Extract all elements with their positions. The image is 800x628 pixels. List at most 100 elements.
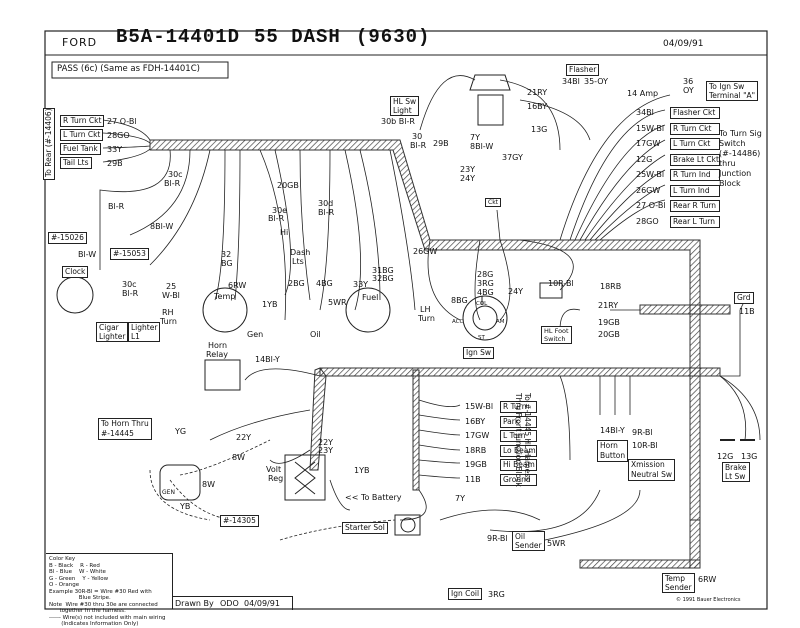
wire-label: 18RB <box>465 445 487 455</box>
wire-label: 6RW <box>228 281 247 290</box>
wire-label: 8BG <box>451 296 468 305</box>
clock-gauge <box>56 276 94 314</box>
lighter-text: Lighter <box>99 332 126 341</box>
wire-label: W-Bl <box>162 291 180 300</box>
wire-label: YB <box>180 502 191 511</box>
part-number: B5A-14401D <box>116 26 241 48</box>
sheet-border <box>44 30 768 610</box>
wire-label: 17GW <box>465 431 490 440</box>
junction-circuit: Lo Beam <box>500 444 537 457</box>
volt-reg-label: Volt <box>266 465 282 474</box>
wire-label: 36 <box>683 77 694 86</box>
drawn-by-box: Drawn By ODO 04/09/91 <box>172 596 293 610</box>
harness-trunks <box>149 139 731 569</box>
components <box>56 74 755 536</box>
brake-text: Brake <box>725 463 747 472</box>
diagram-code: (9630) <box>356 26 431 48</box>
wire-label: Turn <box>160 317 177 326</box>
ground-label: Grd <box>734 292 754 304</box>
wire-label: 15W-Bl <box>636 123 665 133</box>
wire-label: 26GW <box>413 247 438 256</box>
tsig-line: Junction <box>719 169 752 178</box>
oil-sender-text: Oil <box>515 532 526 541</box>
wire-label: 16BY <box>527 102 548 111</box>
wire-label: 8Bl-W <box>470 142 494 151</box>
wire-label: 28G <box>477 270 494 279</box>
lt-sw-text: Lt Sw <box>725 472 746 481</box>
to-rear-label: To Rear (#-14406) <box>43 108 55 180</box>
wire-label: 4BG <box>477 288 494 297</box>
manufacturer-label: FORD <box>62 36 98 49</box>
junction-circuit: L Turn <box>500 430 537 442</box>
wire-label: 12G <box>636 154 653 164</box>
gen-label: Gen <box>247 330 264 339</box>
circuit-label: Brake Lt Ckt <box>670 153 720 166</box>
wire-label: 25 <box>166 282 177 291</box>
copyright: © 1991 Bauer Electronics <box>676 597 741 603</box>
wire-label: Bl-R <box>410 141 427 150</box>
wire-label: 4BG <box>316 279 333 288</box>
wire-label: 26GW <box>636 185 661 195</box>
l-turn-ckt-label: L Turn Ckt <box>60 129 104 141</box>
wire-label: 9R-Bl <box>632 428 653 437</box>
tail-lts-label: Tail Lts <box>60 157 92 169</box>
wire-label: 27 O-Bl <box>107 117 137 126</box>
wire-label: 10R-Bl <box>548 279 574 288</box>
part-15053: #-15053 <box>110 248 149 260</box>
part-14305: #-14305 <box>220 515 259 527</box>
cigar-text: Cigar <box>99 323 119 332</box>
generator <box>159 464 201 501</box>
wire-label: 33Y <box>107 145 123 154</box>
wire-label: 31BG <box>372 266 394 275</box>
drawn-by-value: ODO <box>220 599 239 608</box>
wire-label: Bl-R <box>108 202 125 211</box>
tsig-line: Switch <box>719 139 746 148</box>
wire-label: 28GO <box>636 216 659 226</box>
wire-label: 1YB <box>354 466 370 475</box>
lts-label: Lts <box>292 257 304 266</box>
junction-circuit: Park <box>500 415 537 428</box>
r-turn-ckt-label: R Turn Ckt <box>60 115 105 127</box>
wire-label: 5WR <box>328 298 347 307</box>
wire-label: 34Bl <box>562 77 580 86</box>
wire-label: 19GB <box>598 318 620 327</box>
temp-gauge <box>202 287 248 333</box>
tsig-line: (#-14486) <box>719 149 761 158</box>
wire-label: 32BG <box>372 274 394 283</box>
starter-sol-label: Starter Sol <box>342 522 388 534</box>
wire-label: 7Y <box>470 133 480 142</box>
junction-to: To #-14445 HL Harness <box>523 393 532 482</box>
wire-label: 18RB <box>600 282 622 291</box>
ign-coil-label: Ign Coil <box>448 588 483 600</box>
temp-gauge-label: Temp <box>214 292 236 301</box>
horn-relay-label: Horn <box>208 341 228 350</box>
wire-label: 15W-Bl <box>465 402 494 411</box>
lighter2-text: Lighter <box>131 323 158 332</box>
wire-label: 29B <box>107 159 123 168</box>
wire-label: 14Bl-Y <box>600 426 625 435</box>
wire-label: Hi <box>280 228 289 237</box>
headlight-switch <box>469 74 511 91</box>
wire-label: 8Bl-W <box>150 222 174 231</box>
wire-label: 35-OY <box>584 77 609 86</box>
clock-label: Clock <box>62 266 89 278</box>
pass-note: PASS (6c) (Same as FDH-14401C) <box>57 64 200 74</box>
to-horn-label: To Horn Thru#-14445 <box>98 418 152 440</box>
wire-label: 23Y <box>318 446 334 455</box>
l1-text: L1 <box>131 332 140 341</box>
wire-label: 27 O-Bl <box>636 201 666 210</box>
hl-sw-text: HL Sw <box>393 97 417 106</box>
color-key: Color Key B - Black R - Red Bl - Blue W … <box>49 556 166 627</box>
wire-label: 7Y <box>455 494 465 503</box>
wire-label: 30c <box>122 280 137 289</box>
wire-label: 9R-Bl <box>487 534 508 543</box>
sender2-text: Sender <box>665 583 692 592</box>
wire-label: YG <box>175 427 187 436</box>
wire-label: 20GB <box>277 181 299 190</box>
wires <box>99 75 761 541</box>
